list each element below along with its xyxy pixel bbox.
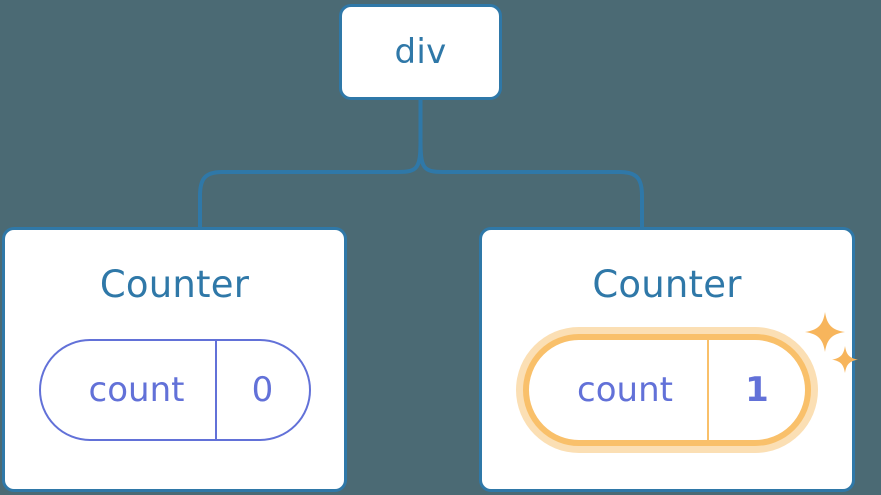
state-pill-right-key: count xyxy=(577,370,673,410)
sparkle-small-icon xyxy=(832,346,858,373)
node-counter-right[interactable]: Counter count 1 xyxy=(479,227,858,492)
node-div-label: div xyxy=(394,32,447,72)
node-counter-right-title: Counter xyxy=(592,263,742,306)
state-pill-right-value: 1 xyxy=(707,340,805,440)
edge-root-to-left-child xyxy=(198,138,423,229)
node-counter-left-title: Counter xyxy=(99,263,250,306)
state-pill-left[interactable]: count 0 xyxy=(38,339,311,441)
edge-root-to-right-child xyxy=(418,138,644,229)
sparkle-large-icon xyxy=(805,312,845,352)
node-counter-left-body: count 0 xyxy=(5,303,344,489)
state-pill-left-frame: count 0 xyxy=(38,339,311,441)
state-pill-right-frame: count 1 xyxy=(523,334,811,446)
state-pill-right[interactable]: count 1 xyxy=(523,312,858,446)
state-pill-left-value: 0 xyxy=(214,341,309,439)
node-counter-left[interactable]: Counter count 0 xyxy=(2,227,347,492)
node-counter-right-body: count 1 xyxy=(482,303,858,489)
node-div[interactable]: div xyxy=(339,4,502,100)
state-pill-left-key: count xyxy=(88,370,185,410)
sparkle-group xyxy=(805,312,858,373)
